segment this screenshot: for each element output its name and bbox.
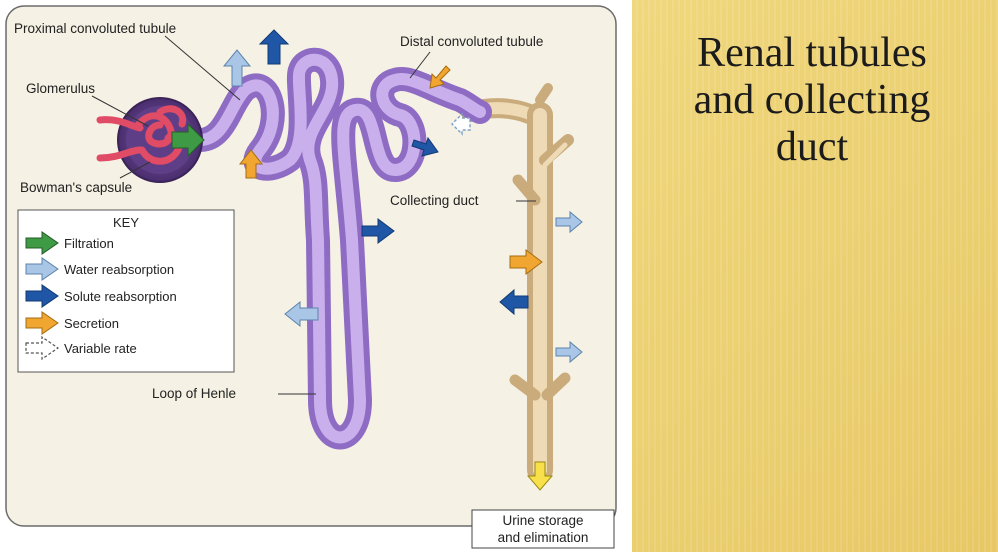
diagram-panel: Proximal convoluted tubule Distal convol…	[0, 0, 632, 552]
key-legend: KEY Filtration Water reabsorption Solute…	[18, 210, 234, 372]
label-loop-of-henle: Loop of Henle	[152, 386, 236, 401]
urine-label-line1: Urine storage	[502, 513, 583, 528]
slide-title-line-3: duct	[636, 124, 988, 171]
slide-title: Renal tubules and collecting duct	[636, 30, 988, 171]
label-collecting-duct: Collecting duct	[390, 193, 479, 208]
slide-title-line-1: Renal tubules	[636, 30, 988, 77]
key-item-water: Water reabsorption	[64, 262, 174, 277]
label-proximal-tubule: Proximal convoluted tubule	[14, 21, 176, 36]
key-item-solute: Solute reabsorption	[64, 289, 177, 304]
key-item-filtration: Filtration	[64, 236, 114, 251]
label-bowmans-capsule: Bowman's capsule	[20, 180, 132, 195]
key-item-variable: Variable rate	[64, 341, 137, 356]
urine-label-line2: and elimination	[498, 530, 589, 545]
key-item-secretion: Secretion	[64, 316, 119, 331]
nephron-diagram: Proximal convoluted tubule Distal convol…	[0, 0, 632, 552]
label-distal-tubule: Distal convoluted tubule	[400, 34, 543, 49]
urine-storage-box: Urine storage and elimination	[472, 510, 614, 548]
label-glomerulus: Glomerulus	[26, 81, 95, 96]
key-title: KEY	[113, 215, 139, 230]
slide-title-line-2: and collecting	[636, 77, 988, 124]
